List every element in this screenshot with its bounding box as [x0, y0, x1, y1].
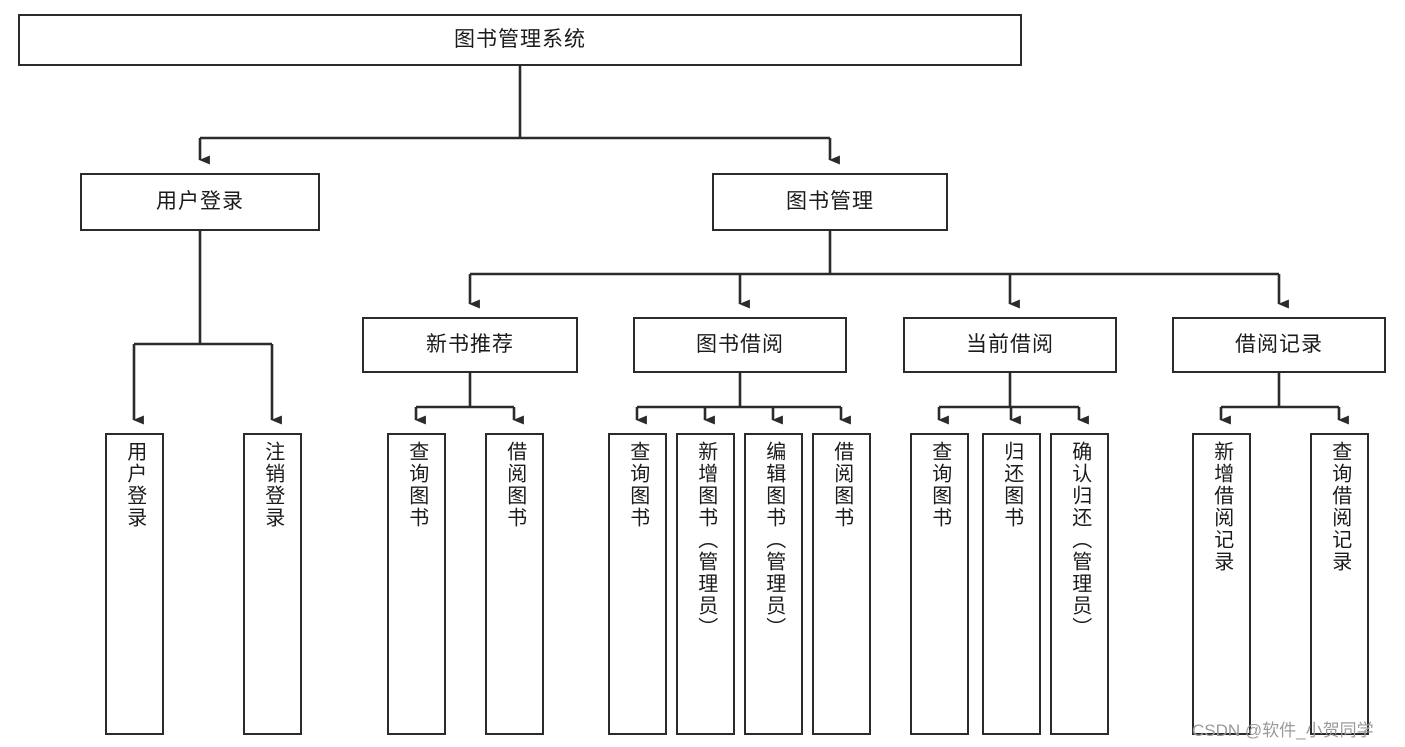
node-leaf-borrow-book-1[interactable]: 借阅图书	[485, 433, 544, 735]
node-leaf-query-book-1[interactable]: 查询图书	[387, 433, 446, 735]
node-leaf-user-logout-label: 注销登录	[261, 441, 284, 529]
node-leaf-query-book-3-label: 查询图书	[928, 441, 951, 529]
csdn-watermark: CSDN @软件_小贺同学	[1192, 721, 1374, 740]
node-leaf-confirm-return[interactable]: 确认归还（管理员）	[1050, 433, 1109, 735]
node-user-login[interactable]: 用户登录	[80, 173, 320, 231]
node-leaf-edit-book[interactable]: 编辑图书（管理员）	[744, 433, 803, 735]
node-leaf-query-record[interactable]: 查询借阅记录	[1310, 433, 1369, 735]
node-current-borrow-label: 当前借阅	[966, 333, 1054, 357]
node-user-login-label: 用户登录	[156, 190, 244, 214]
node-leaf-add-book[interactable]: 新增图书（管理员）	[676, 433, 735, 735]
node-leaf-return-book-label: 归还图书	[1000, 441, 1023, 529]
node-leaf-borrow-book-2-label: 借阅图书	[830, 441, 853, 529]
node-new-book-rec[interactable]: 新书推荐	[362, 317, 578, 373]
node-leaf-borrow-book-1-label: 借阅图书	[503, 441, 526, 529]
node-leaf-user-login[interactable]: 用户登录	[105, 433, 164, 735]
node-book-borrow-label: 图书借阅	[696, 333, 784, 357]
node-root-label: 图书管理系统	[454, 28, 586, 52]
node-leaf-user-logout[interactable]: 注销登录	[243, 433, 302, 735]
node-new-book-rec-label: 新书推荐	[426, 333, 514, 357]
node-leaf-query-record-label: 查询借阅记录	[1328, 441, 1351, 573]
node-leaf-query-book-2-label: 查询图书	[626, 441, 649, 529]
node-leaf-query-book-2[interactable]: 查询图书	[608, 433, 667, 735]
node-leaf-confirm-return-label: 确认归还（管理员）	[1068, 441, 1091, 639]
node-book-manage[interactable]: 图书管理	[712, 173, 948, 231]
node-leaf-return-book[interactable]: 归还图书	[982, 433, 1041, 735]
node-leaf-add-record-label: 新增借阅记录	[1210, 441, 1233, 573]
node-current-borrow[interactable]: 当前借阅	[903, 317, 1117, 373]
node-book-borrow[interactable]: 图书借阅	[633, 317, 847, 373]
node-book-manage-label: 图书管理	[786, 190, 874, 214]
node-leaf-query-book-3[interactable]: 查询图书	[910, 433, 969, 735]
node-borrow-record-label: 借阅记录	[1235, 333, 1323, 357]
node-borrow-record[interactable]: 借阅记录	[1172, 317, 1386, 373]
node-leaf-user-login-label: 用户登录	[123, 441, 146, 529]
node-leaf-edit-book-label: 编辑图书（管理员）	[762, 441, 785, 639]
node-root[interactable]: 图书管理系统	[18, 14, 1022, 66]
node-leaf-borrow-book-2[interactable]: 借阅图书	[812, 433, 871, 735]
node-leaf-add-book-label: 新增图书（管理员）	[694, 441, 717, 639]
node-leaf-add-record[interactable]: 新增借阅记录	[1192, 433, 1251, 735]
node-leaf-query-book-1-label: 查询图书	[405, 441, 428, 529]
